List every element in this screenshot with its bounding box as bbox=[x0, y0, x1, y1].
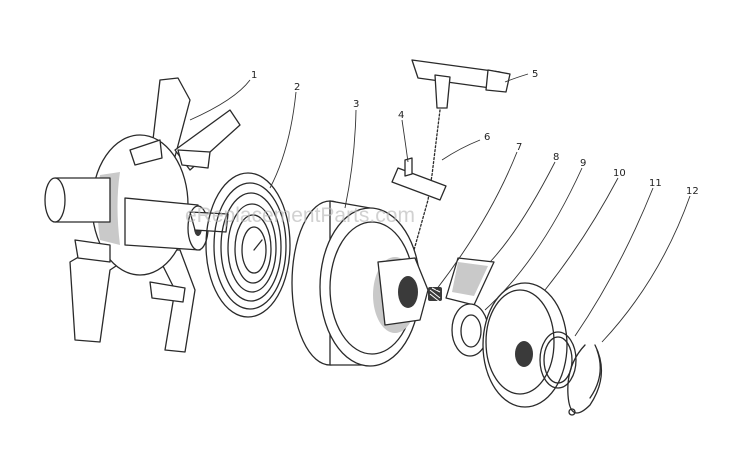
callout-10: 10 bbox=[613, 168, 626, 179]
part-12-clip bbox=[567, 344, 603, 416]
callout-11: 11 bbox=[649, 178, 662, 189]
callout-8: 8 bbox=[553, 152, 559, 163]
part-10-retainer bbox=[482, 282, 568, 408]
part-5-starter-handle bbox=[411, 59, 511, 109]
callout-3: 3 bbox=[353, 99, 359, 110]
part-3-pulley bbox=[291, 200, 429, 367]
part-8-pawl bbox=[445, 257, 495, 306]
callout-9: 9 bbox=[580, 158, 586, 169]
callout-12: 12 bbox=[686, 186, 699, 197]
leader-lines bbox=[189, 73, 691, 343]
part-1-hub bbox=[44, 77, 241, 353]
part-11-ring bbox=[539, 331, 577, 389]
callout-5: 5 bbox=[532, 69, 538, 80]
callout-7: 7 bbox=[516, 142, 522, 153]
part-4-rope-guide bbox=[391, 157, 447, 201]
part-2-spring bbox=[205, 172, 291, 318]
callout-1: 1 bbox=[251, 70, 257, 81]
callout-6: 6 bbox=[484, 132, 490, 143]
callout-2: 2 bbox=[294, 82, 300, 93]
part-7-small-spring bbox=[428, 287, 442, 303]
watermark-text: eReplacementParts.com bbox=[185, 204, 415, 227]
callout-labels: 1 2 3 4 5 6 7 8 9 10 11 12 bbox=[251, 69, 699, 197]
callout-4: 4 bbox=[398, 110, 404, 121]
